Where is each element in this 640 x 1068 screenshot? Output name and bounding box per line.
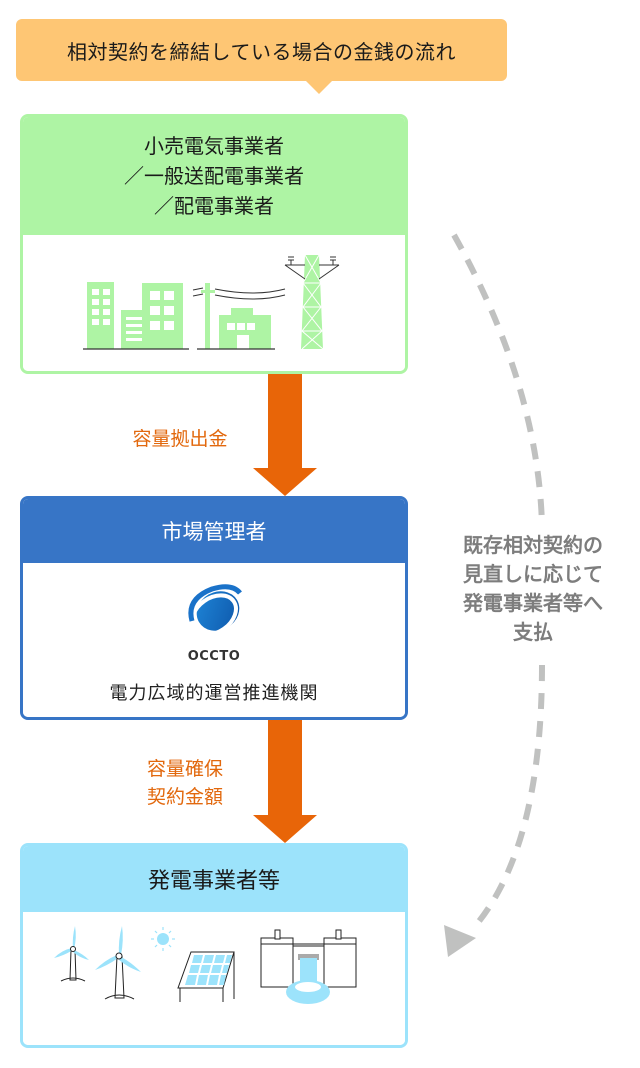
- office-building-icon: [83, 282, 189, 350]
- market-header: 市場管理者: [23, 499, 405, 563]
- buildings-power-line-tower-icon: [83, 254, 340, 350]
- utility-pole-icon: [192, 283, 286, 350]
- generator-body: [23, 912, 405, 1045]
- title-callout: 相対契約を締結している場合の金銭の流れ: [16, 19, 507, 81]
- dashed-curve-lower: [473, 664, 545, 927]
- dashed-return-arrow: [444, 233, 545, 957]
- dashed-curve-upper: [451, 233, 545, 526]
- callout-pointer: [305, 80, 333, 94]
- flow-label-capacity-contribution: 容量拠出金: [132, 428, 228, 450]
- retail-line-2: ／一般送配電事業者: [124, 164, 304, 188]
- retail-header: 小売電気事業者 ／一般送配電事業者 ／配電事業者: [23, 117, 405, 235]
- market-header-title: 市場管理者: [161, 520, 267, 544]
- retail-node: 小売電気事業者 ／一般送配電事業者 ／配電事業者: [20, 114, 408, 374]
- dam-icon: [260, 929, 357, 1004]
- side-note-line-1: 既存相対契約の: [463, 533, 603, 557]
- wind-solar-dam-icon: [54, 926, 357, 1004]
- side-note-line-4: 支払: [513, 620, 553, 644]
- flow-arrow-market-to-generator: [253, 720, 317, 843]
- side-note: 既存相対契約の 見直しに応じて 発電事業者等へ 支払: [436, 531, 630, 647]
- retail-line-3: ／配電事業者: [154, 194, 274, 218]
- market-manager-node: 市場管理者 OCCTO 電力広域的運営推進機関: [20, 496, 408, 720]
- generator-header: 発電事業者等: [23, 846, 405, 912]
- wind-turbine-icon: [95, 926, 141, 1000]
- market-body: OCCTO 電力広域的運営推進機関: [23, 563, 405, 717]
- transmission-tower-icon: [284, 254, 340, 350]
- side-note-line-2: 見直しに応じて: [463, 562, 603, 586]
- occto-logo-text: OCCTO: [187, 649, 241, 664]
- flow-label-line-2: 契約金額: [146, 786, 223, 808]
- solar-panel-icon: [177, 951, 235, 1002]
- side-note-line-3: 発電事業者等へ: [463, 591, 603, 615]
- flow-label-capacity-contract-amount: 容量確保 契約金額: [125, 755, 245, 811]
- wind-turbine-icon: [54, 926, 89, 982]
- retail-line-1: 小売電気事業者: [144, 134, 284, 158]
- sun-icon: [151, 927, 175, 951]
- arrowhead-icon: [444, 925, 476, 957]
- flow-label-line-1: 容量確保: [146, 758, 223, 780]
- retail-body: [23, 235, 405, 371]
- organization-name: 電力広域的運営推進機関: [109, 683, 319, 704]
- flow-arrow-retail-to-market: [253, 374, 317, 496]
- generator-node: 発電事業者等: [20, 843, 408, 1048]
- generator-header-title: 発電事業者等: [147, 869, 280, 894]
- diagram-title: 相対契約を締結している場合の金銭の流れ: [67, 39, 456, 64]
- occto-logo-icon: [188, 584, 242, 637]
